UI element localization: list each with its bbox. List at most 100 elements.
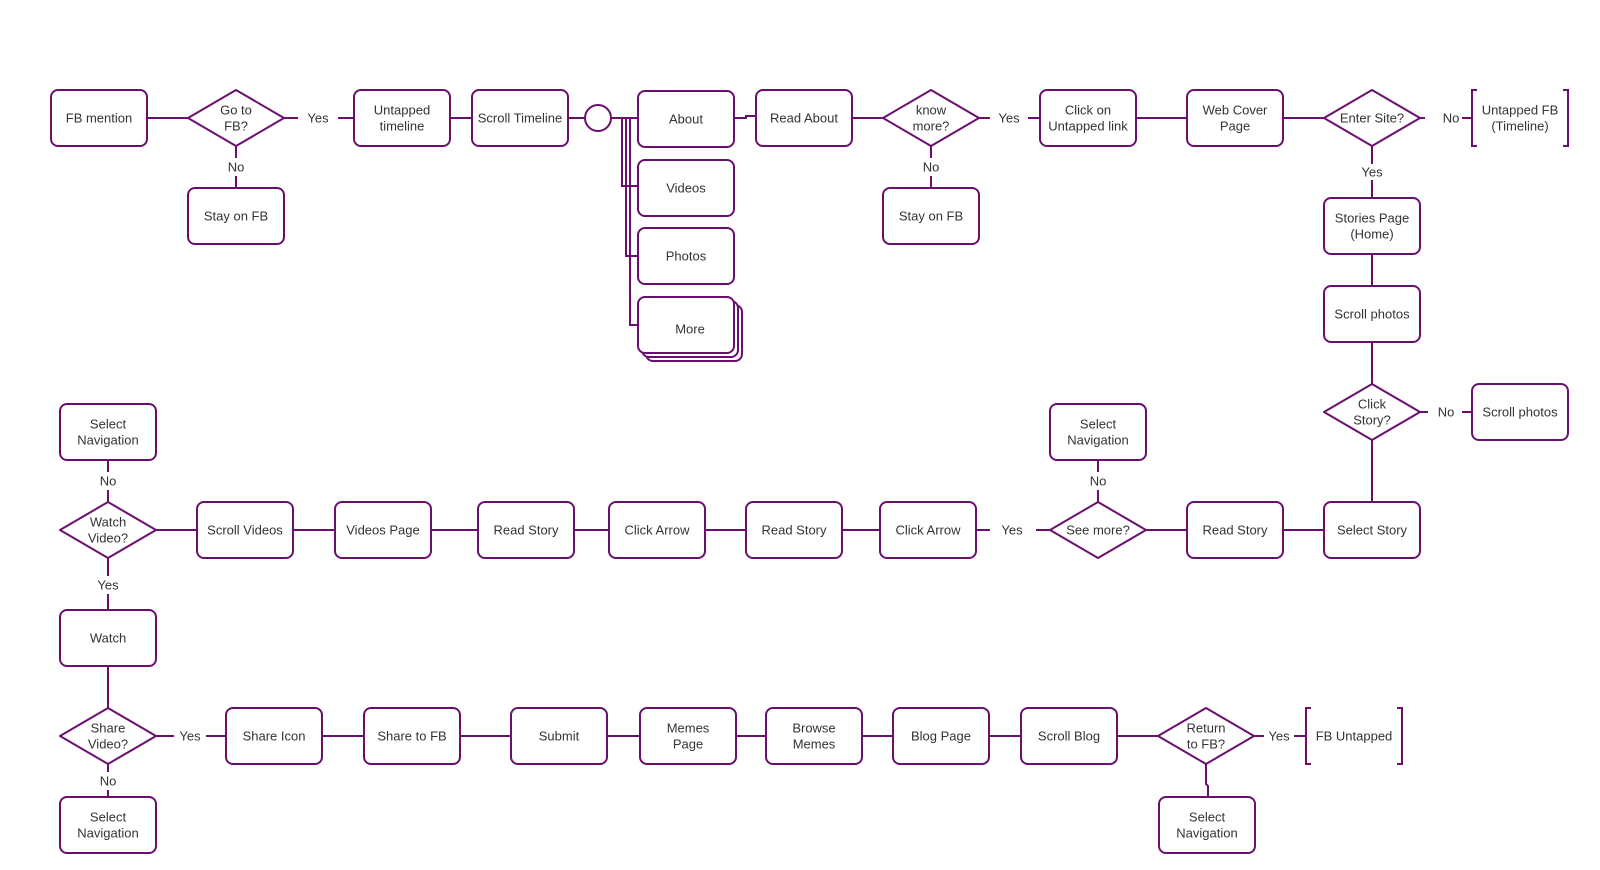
read-story-1-label: Read Story — [1202, 523, 1268, 538]
select-navigation-1-box — [1049, 403, 1147, 461]
blog-page-label: Blog Page — [911, 729, 971, 744]
stay-on-fb-2-label: Stay on FB — [899, 209, 963, 224]
click-arrow-1-node[interactable]: Click Arrow — [879, 501, 977, 559]
submit-box — [510, 707, 608, 765]
connector-line — [1205, 764, 1209, 797]
read-story-2-node[interactable]: Read Story — [745, 501, 843, 559]
see-more-decision[interactable]: See more? — [1049, 501, 1147, 559]
select-navigation-3-box — [59, 796, 157, 854]
edge-label-return-to-fb-yes: Yes — [1268, 729, 1290, 744]
web-cover-page-label-line-1: Web Cover — [1203, 103, 1268, 118]
select-story-box — [1323, 501, 1421, 559]
select-navigation-1-label-line-2: Navigation — [1067, 433, 1128, 448]
see-more-diamond — [1049, 501, 1147, 559]
select-navigation-3-label-line-1: Select — [90, 810, 127, 825]
submit-label: Submit — [539, 729, 580, 744]
blog-page-node[interactable]: Blog Page — [892, 707, 990, 765]
scroll-blog-label: Scroll Blog — [1038, 729, 1100, 744]
memes-page-box — [639, 707, 737, 765]
about-label: About — [669, 112, 703, 127]
read-story-2-label: Read Story — [761, 523, 827, 538]
untapped-fb-timeline-label-line-1: Untapped FB — [1482, 103, 1559, 118]
stories-page-node[interactable]: Stories Page(Home) — [1323, 197, 1421, 255]
submit-node[interactable]: Submit — [510, 707, 608, 765]
read-about-node[interactable]: Read About — [755, 89, 853, 147]
read-story-3-node[interactable]: Read Story — [477, 501, 575, 559]
photos-box — [637, 227, 735, 285]
click-arrow-2-node[interactable]: Click Arrow — [608, 501, 706, 559]
fb-mention-node[interactable]: FB mention — [50, 89, 148, 147]
share-to-fb-node[interactable]: Share to FB — [363, 707, 461, 765]
photos-node[interactable]: Photos — [637, 227, 735, 285]
stay-on-fb-1-label: Stay on FB — [204, 209, 268, 224]
stay-on-fb-1-node[interactable]: Stay on FB — [187, 187, 285, 245]
browse-memes-label-line-1: Browse — [792, 721, 835, 736]
scroll-photos-2-node[interactable]: Scroll photos — [1471, 383, 1569, 441]
edge-label-watch-video-yes: Yes — [97, 578, 119, 593]
more-node[interactable]: More — [637, 296, 743, 362]
return-to-fb-label-line-2: to FB? — [1187, 737, 1225, 752]
stories-page-label-line-2: (Home) — [1350, 227, 1393, 242]
more-box — [637, 296, 735, 354]
select-navigation-2-label-line-2: Navigation — [77, 433, 138, 448]
scroll-photos-2-label: Scroll photos — [1482, 405, 1558, 420]
share-icon-box — [225, 707, 323, 765]
connector-line — [621, 118, 638, 187]
watch-node[interactable]: Watch — [59, 609, 157, 667]
watch-video-diamond — [59, 501, 157, 559]
more-label: More — [675, 322, 705, 337]
click-untapped-link-box — [1039, 89, 1137, 147]
edge-label-see-more-no: No — [1090, 474, 1107, 489]
scroll-videos-node[interactable]: Scroll Videos — [196, 501, 294, 559]
select-story-node[interactable]: Select Story — [1323, 501, 1421, 559]
click-untapped-link-label-line-2: Untapped link — [1048, 119, 1128, 134]
stay-on-fb-2-node[interactable]: Stay on FB — [882, 187, 980, 245]
scroll-timeline-node[interactable]: Scroll Timeline — [471, 89, 569, 147]
untapped-fb-timeline-terminal[interactable]: Untapped FB(Timeline) — [1471, 89, 1569, 147]
read-story-1-node[interactable]: Read Story — [1186, 501, 1284, 559]
about-node[interactable]: About — [637, 90, 735, 148]
fb-untapped-right-bracket — [1397, 707, 1403, 765]
fb-untapped-terminal[interactable]: FB Untapped — [1305, 707, 1403, 765]
blog-page-box — [892, 707, 990, 765]
videos-page-box — [334, 501, 432, 559]
select-navigation-4-box — [1158, 796, 1256, 854]
click-arrow-1-label: Click Arrow — [895, 523, 961, 538]
edge-label-go-to-fb-no: No — [228, 160, 245, 175]
web-cover-page-label-line-2: Page — [1220, 119, 1250, 134]
scroll-blog-node[interactable]: Scroll Blog — [1020, 707, 1118, 765]
browse-memes-box — [765, 707, 863, 765]
untapped-timeline-label-line-2: timeline — [380, 119, 425, 134]
select-navigation-4-label-line-2: Navigation — [1176, 826, 1237, 841]
memes-page-label-line-2: Page — [673, 737, 703, 752]
scroll-photos-1-node[interactable]: Scroll photos — [1323, 285, 1421, 343]
web-cover-page-box — [1186, 89, 1284, 147]
about-box — [637, 90, 735, 148]
videos-page-node[interactable]: Videos Page — [334, 501, 432, 559]
videos-node[interactable]: Videos — [637, 159, 735, 217]
select-navigation-1-label-line-1: Select — [1080, 417, 1117, 432]
scroll-videos-box — [196, 501, 294, 559]
share-icon-node[interactable]: Share Icon — [225, 707, 323, 765]
videos-page-label: Videos Page — [346, 523, 420, 538]
watch-video-label-line-1: Watch — [90, 515, 126, 530]
fb-mention-label: FB mention — [66, 111, 132, 126]
enter-site-decision[interactable]: Enter Site? — [1323, 89, 1421, 147]
connector-line — [629, 118, 638, 326]
